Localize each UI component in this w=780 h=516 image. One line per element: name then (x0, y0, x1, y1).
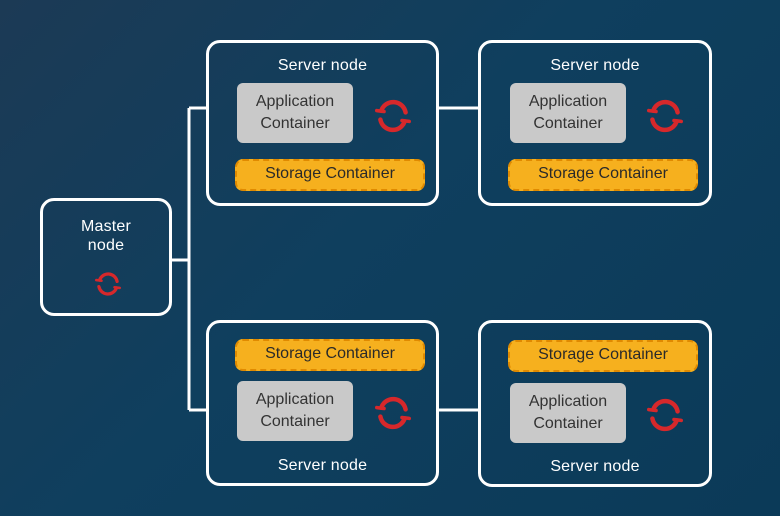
openshift-icon (95, 271, 121, 297)
storage-container: Storage Container (508, 159, 698, 191)
storage-container: Storage Container (235, 339, 425, 371)
server-node-title: Server node (277, 457, 368, 474)
openshift-icon (375, 98, 411, 134)
openshift-icon (647, 397, 683, 433)
openshift-icon (375, 395, 411, 431)
master-node: Master node (40, 198, 172, 316)
server-node-title: Server node (550, 458, 640, 475)
master-node-title: Master node (80, 218, 132, 254)
openshift-icon (647, 98, 683, 134)
storage-container: Storage Container (235, 159, 425, 191)
storage-container: Storage Container (508, 340, 698, 372)
server-node-title: Server node (277, 57, 368, 74)
server-node-title: Server node (550, 57, 640, 74)
